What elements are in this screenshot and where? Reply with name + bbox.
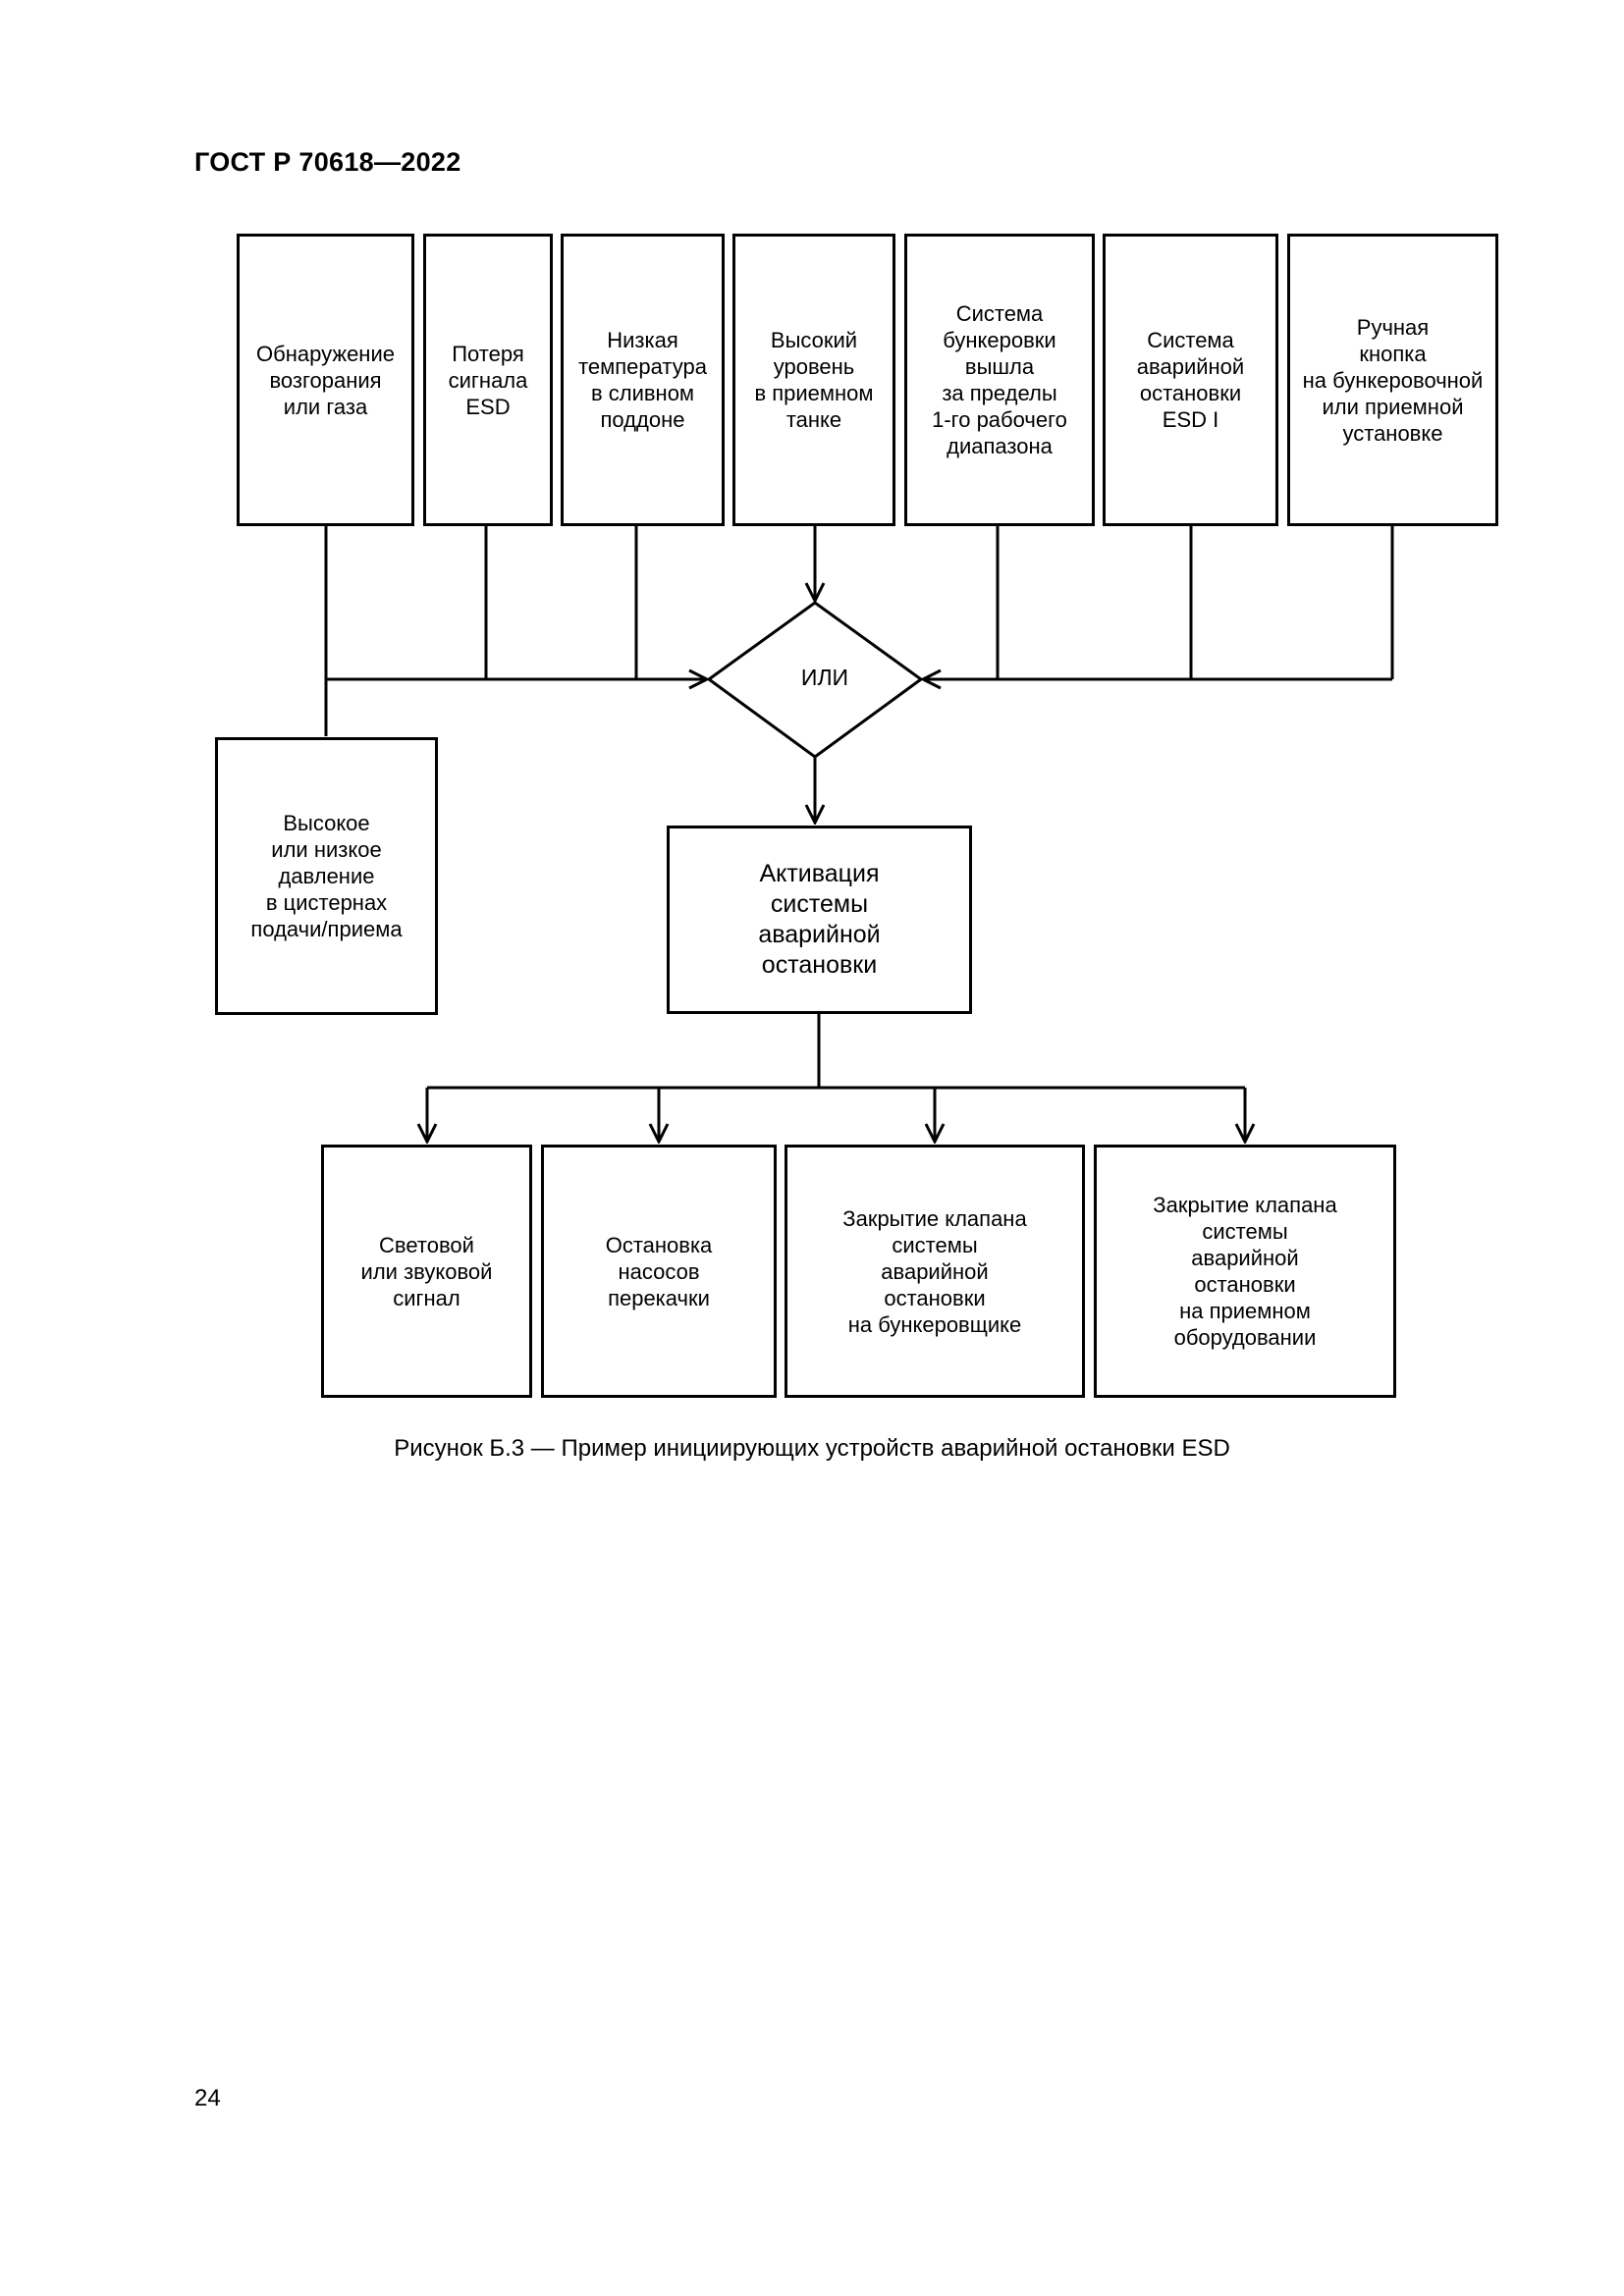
output-pump-stop: Остановка насосов перекачки xyxy=(541,1145,777,1398)
input-manual-button: Ручная кнопка на бункеровочной или прием… xyxy=(1287,234,1498,526)
input-esd-signal-loss-label: Потеря сигнала ESD xyxy=(448,341,528,419)
input-high-level-label: Высокий уровень в приемном танке xyxy=(754,328,874,432)
output-valve-receiver: Закрытие клапана системы аварийной остан… xyxy=(1094,1145,1396,1398)
input-fire-detection: Обнаружение возгорания или газа xyxy=(237,234,414,526)
output-light-sound-signal-label: Световой или звуковой сигнал xyxy=(360,1232,493,1310)
esd-activation: Активация системы аварийной остановки xyxy=(667,826,972,1014)
input-high-level: Высокий уровень в приемном танке xyxy=(732,234,895,526)
page-number: 24 xyxy=(194,2085,221,2111)
input-pressure-label: Высокое или низкое давление в цистернах … xyxy=(250,811,403,941)
input-esd1-label: Система аварийной остановки ESD I xyxy=(1136,328,1245,432)
input-low-temperature-label: Низкая температура в сливном поддоне xyxy=(578,328,707,432)
esd-activation-label: Активация системы аварийной остановки xyxy=(758,860,881,979)
document-code: ГОСТ Р 70618—2022 xyxy=(194,147,461,177)
output-valve-receiver-label: Закрытие клапана системы аварийной остан… xyxy=(1153,1193,1337,1350)
input-bunkering-range: Система бункеровки вышла за пределы 1-го… xyxy=(904,234,1095,526)
input-fire-detection-label: Обнаружение возгорания или газа xyxy=(256,341,395,419)
output-pump-stop-label: Остановка насосов перекачки xyxy=(605,1232,713,1310)
input-pressure: Высокое или низкое давление в цистернах … xyxy=(215,737,438,1015)
decision-label: ИЛИ xyxy=(800,665,849,690)
input-esd-signal-loss: Потеря сигнала ESD xyxy=(423,234,553,526)
output-light-sound-signal: Световой или звуковой сигнал xyxy=(321,1145,532,1398)
figure-caption: Рисунок Б.3 — Пример инициирующих устрой… xyxy=(394,1435,1230,1462)
output-valve-bunker-label: Закрытие клапана системы аварийной остан… xyxy=(842,1205,1027,1337)
or-decision-diamond xyxy=(706,601,924,759)
input-low-temperature: Низкая температура в сливном поддоне xyxy=(561,234,725,526)
output-valve-bunker: Закрытие клапана системы аварийной остан… xyxy=(785,1145,1085,1398)
input-bunkering-range-label: Система бункеровки вышла за пределы 1-го… xyxy=(932,301,1067,458)
input-manual-button-label: Ручная кнопка на бункеровочной или прием… xyxy=(1302,314,1484,446)
input-esd1: Система аварийной остановки ESD I xyxy=(1103,234,1278,526)
